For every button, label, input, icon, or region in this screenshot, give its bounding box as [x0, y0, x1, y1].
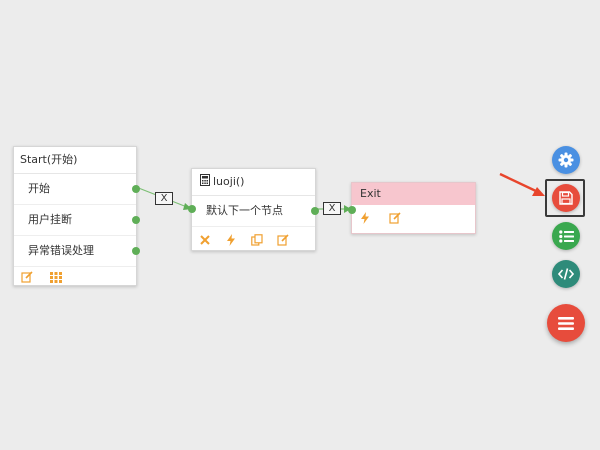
annotation-arrowhead	[532, 187, 545, 196]
highlight-frame	[545, 179, 585, 217]
annotation-arrow	[499, 172, 539, 194]
grid-icon[interactable]	[46, 269, 66, 285]
node-title-text: luoji()	[213, 175, 245, 188]
settings-button[interactable]	[552, 146, 580, 174]
exit-node-toolbar	[352, 205, 475, 231]
edit-icon[interactable]	[385, 210, 405, 226]
output-port[interactable]	[311, 207, 319, 215]
edge-label-luoji-exit[interactable]: X	[323, 202, 341, 215]
lightning-icon[interactable]	[355, 210, 375, 226]
menu-icon	[558, 316, 574, 330]
list-button[interactable]	[552, 222, 580, 250]
copy-icon[interactable]	[247, 232, 267, 248]
branch-label: 异常错误处理	[28, 244, 94, 257]
output-port[interactable]	[132, 216, 140, 224]
exit-node-title: Exit	[352, 183, 475, 205]
luoji-node-title: luoji()	[192, 169, 315, 196]
branch-label: 开始	[28, 182, 50, 195]
gear-icon	[558, 152, 574, 168]
output-port[interactable]	[132, 185, 140, 193]
luoji-node[interactable]: luoji() 默认下一个节点	[188, 168, 319, 252]
start-node-title: Start(开始)	[14, 147, 136, 174]
input-port[interactable]	[188, 205, 196, 213]
branch-label: 用户挂断	[28, 213, 72, 226]
edit-icon[interactable]	[273, 232, 293, 248]
edit-icon[interactable]	[17, 269, 37, 285]
luoji-branch-default[interactable]: 默认下一个节点	[192, 196, 319, 227]
start-branch-hangup[interactable]: 用户挂断	[14, 205, 140, 236]
lightning-icon[interactable]	[221, 232, 241, 248]
floppy-icon	[559, 191, 573, 205]
list-icon	[558, 229, 574, 243]
start-branch-error[interactable]: 异常错误处理	[14, 236, 140, 267]
luoji-node-toolbar	[192, 227, 315, 252]
menu-button[interactable]	[547, 304, 585, 342]
output-port[interactable]	[132, 247, 140, 255]
code-button[interactable]	[552, 260, 580, 288]
calculator-icon	[200, 174, 210, 186]
edge-label-start-luoji[interactable]: X	[155, 192, 173, 205]
branch-label: 默认下一个节点	[206, 204, 283, 217]
save-button[interactable]	[552, 184, 580, 212]
input-port[interactable]	[348, 206, 356, 214]
exit-node[interactable]: Exit	[348, 182, 476, 234]
start-node[interactable]: Start(开始) 开始 用户挂断 异常错误处理	[13, 146, 140, 287]
delete-icon[interactable]	[195, 232, 215, 248]
code-icon	[558, 268, 574, 280]
start-node-toolbar	[14, 267, 136, 287]
start-branch-begin[interactable]: 开始	[14, 174, 140, 205]
